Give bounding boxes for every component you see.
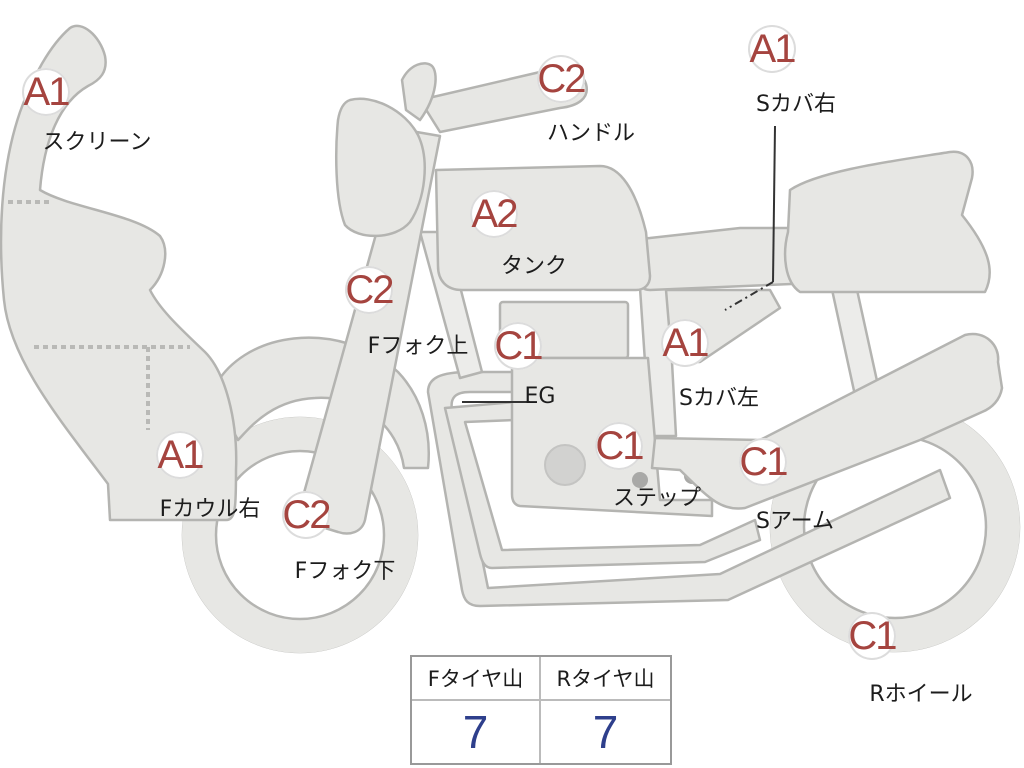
part-label-step: ステップ — [612, 486, 702, 511]
grade-badge-side-cover-right: A1 — [748, 25, 796, 73]
part-label-engine: EG — [524, 384, 556, 409]
engine-cover-shape — [544, 444, 586, 486]
part-label-screen: スクリーン — [42, 130, 152, 155]
part-label-front-cowl-right: Fカウル右 — [159, 497, 261, 522]
exhaust-outer-shape — [426, 370, 952, 608]
grade-badge-front-cowl-right: A1 — [156, 431, 204, 479]
part-label-rear-wheel: Rホイール — [869, 682, 973, 707]
front-tire-tread-value: 7 — [412, 701, 541, 763]
grade-badge-engine: C1 — [494, 322, 544, 370]
mirror-stalk-shape — [400, 62, 437, 122]
step-peg-left-shape — [632, 472, 648, 488]
exhaust-inner-shape — [443, 400, 762, 570]
rear-tire-tread-header: Rタイヤ山 — [541, 657, 670, 701]
part-label-front-fork-lower: Fフォク下 — [294, 559, 396, 584]
grade-badge-screen: A1 — [22, 68, 70, 116]
grade-badge-side-cover-left: A1 — [661, 319, 709, 367]
front-wheel — [181, 416, 419, 654]
rear-tire-tread-value: 7 — [592, 706, 619, 758]
front-tire-tread-header: Fタイヤ山 — [412, 657, 541, 701]
grade-badge-front-fork-lower: C2 — [282, 491, 332, 539]
part-label-front-fork-upper: Fフォク上 — [367, 334, 469, 359]
grade-badge-tank: A2 — [470, 190, 518, 238]
tire-tread-table: Fタイヤ山 Rタイヤ山 7 7 — [410, 655, 672, 765]
part-label-swing-arm: Sアーム — [756, 509, 834, 534]
grade-badge-swing-arm: C1 — [739, 438, 789, 486]
front-cowl-shape — [0, 24, 238, 522]
headlight-shape — [335, 97, 426, 238]
grade-badge-handle: C2 — [537, 55, 587, 103]
seat-shape — [783, 150, 991, 294]
grade-badge-step: C1 — [595, 422, 645, 470]
part-label-handle: ハンドル — [546, 121, 636, 146]
side-cover-right-leader — [772, 125, 776, 283]
grade-badge-front-fork-upper: C2 — [345, 266, 395, 314]
part-label-side-cover-left: Sカバ左 — [679, 386, 759, 411]
part-label-tank: タンク — [500, 254, 568, 279]
part-label-side-cover-right: Sカバ右 — [756, 92, 836, 117]
grade-badge-rear-wheel: C1 — [848, 612, 898, 660]
